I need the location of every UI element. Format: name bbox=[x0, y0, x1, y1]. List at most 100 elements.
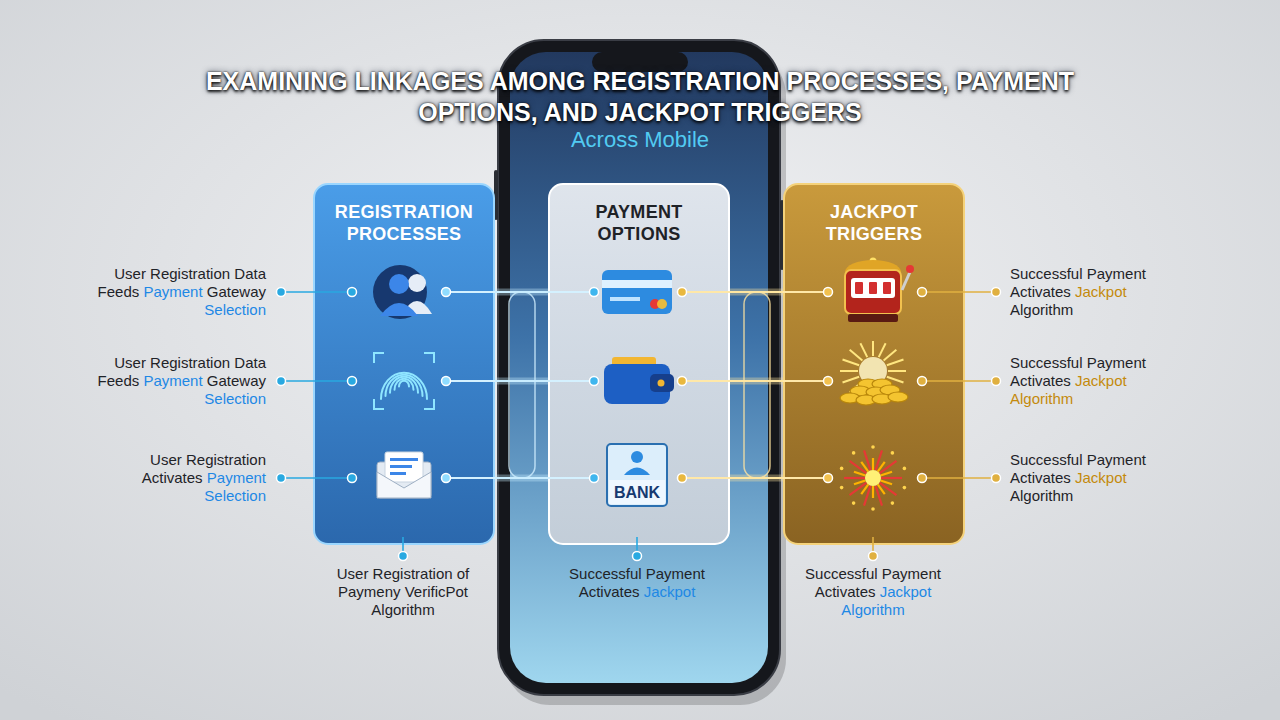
label-word: Activates bbox=[1010, 469, 1071, 486]
slot-reel bbox=[883, 282, 891, 294]
leader-line bbox=[682, 477, 730, 479]
leader-dot bbox=[824, 474, 833, 483]
burst-ray bbox=[887, 360, 904, 366]
connector bbox=[495, 292, 548, 293]
label-word: Feeds bbox=[98, 283, 140, 300]
leader-line bbox=[783, 380, 828, 382]
firework-ray bbox=[881, 472, 892, 476]
label-word: Algorithm bbox=[371, 601, 434, 618]
annotation: Successful Payment Activates Jackpot Alg… bbox=[783, 565, 963, 619]
label-word: Registration bbox=[150, 354, 230, 371]
panel-heading: REGISTRATION PROCESSES bbox=[313, 183, 495, 245]
firework-spark bbox=[891, 501, 895, 505]
leader-line bbox=[922, 291, 965, 293]
leader-dot bbox=[824, 474, 833, 483]
burst-ray bbox=[860, 343, 867, 357]
label-word: Successful bbox=[1010, 265, 1083, 282]
annotation: Successful Payment Activates Jackpot Alg… bbox=[1010, 265, 1178, 319]
firework-ray bbox=[872, 458, 874, 470]
leader-dot bbox=[442, 474, 451, 483]
leader-dot bbox=[590, 474, 599, 483]
leader-dot bbox=[678, 377, 687, 386]
card-line bbox=[610, 297, 640, 301]
label-word: Data bbox=[234, 265, 266, 282]
letter-line bbox=[390, 472, 406, 475]
fingerprint-ridge bbox=[395, 379, 414, 390]
label-word: Successful bbox=[805, 565, 878, 582]
leader-dot bbox=[678, 377, 687, 386]
leader-line bbox=[548, 477, 594, 479]
leader-line bbox=[446, 380, 495, 382]
annotation: User Registration Activates Payment Sele… bbox=[96, 451, 266, 505]
card-icon bbox=[602, 270, 672, 314]
leader-line bbox=[636, 537, 638, 545]
label-word: Successful bbox=[1010, 354, 1083, 371]
leader-dot bbox=[869, 552, 878, 561]
label-word: Activates bbox=[815, 583, 876, 600]
label-word: User bbox=[337, 565, 369, 582]
leader-dot bbox=[918, 288, 927, 297]
leader-line bbox=[682, 380, 730, 382]
label-word: Payment bbox=[646, 565, 705, 582]
label-word: Payment bbox=[143, 372, 202, 389]
jackpot-panel: JACKPOT TRIGGERS bbox=[783, 183, 965, 545]
connector-glow bbox=[495, 475, 548, 482]
leader-line bbox=[872, 537, 874, 545]
leader-line bbox=[548, 380, 594, 382]
firework-spark bbox=[871, 445, 875, 449]
label-word: Jackpot bbox=[1075, 372, 1127, 389]
slot-lever-knob bbox=[906, 265, 914, 273]
connector-line bbox=[730, 380, 783, 382]
leader-line bbox=[446, 477, 495, 479]
fingerprint-bracket bbox=[424, 353, 434, 363]
leader-dot bbox=[824, 377, 833, 386]
leader-line bbox=[446, 477, 495, 479]
slot-reel bbox=[855, 282, 863, 294]
leader-line bbox=[548, 291, 594, 293]
leader-line bbox=[313, 380, 352, 382]
leader-dot bbox=[918, 377, 927, 386]
firework-spark bbox=[840, 467, 844, 471]
label-word: Selection bbox=[204, 487, 266, 504]
firework-ray bbox=[844, 477, 865, 479]
label-word: Paymeny bbox=[338, 583, 401, 600]
letter-line bbox=[390, 458, 418, 461]
leader-dot bbox=[442, 377, 451, 386]
label-word: User bbox=[114, 354, 146, 371]
slot-base bbox=[848, 314, 898, 322]
burst-ray bbox=[872, 341, 874, 356]
leader-line bbox=[402, 537, 404, 545]
leader-dot bbox=[992, 377, 1001, 386]
label-word: Feeds bbox=[98, 372, 140, 389]
leader-line bbox=[682, 380, 730, 382]
leader-dot bbox=[824, 288, 833, 297]
leader-line bbox=[783, 477, 828, 479]
connector-line bbox=[495, 380, 548, 382]
label-word: Payment bbox=[1087, 451, 1146, 468]
label-word: Activates bbox=[1010, 283, 1071, 300]
leader-line bbox=[446, 380, 495, 382]
firework-spark bbox=[852, 501, 856, 505]
wallet-flap bbox=[650, 374, 674, 392]
fingerprint-bracket bbox=[424, 399, 434, 409]
firework-ray bbox=[881, 477, 902, 479]
leader-dot bbox=[918, 474, 927, 483]
leader-line bbox=[922, 291, 996, 293]
label-word: Data bbox=[234, 354, 266, 371]
connector-line bbox=[730, 291, 783, 293]
connector bbox=[495, 478, 548, 479]
panel-fill bbox=[314, 184, 494, 544]
leader-line bbox=[548, 477, 594, 479]
leader-line bbox=[783, 291, 828, 293]
firework-spark bbox=[852, 451, 856, 455]
firework-spark bbox=[903, 467, 907, 471]
leader-dot bbox=[678, 474, 687, 483]
leader-dot bbox=[348, 288, 357, 297]
subtitle: Across Mobile bbox=[520, 127, 760, 153]
slot-window bbox=[851, 278, 895, 298]
firework-ray bbox=[875, 486, 881, 506]
leader-dot bbox=[992, 474, 1001, 483]
leader-line bbox=[682, 477, 730, 479]
gold-coin bbox=[888, 392, 908, 402]
